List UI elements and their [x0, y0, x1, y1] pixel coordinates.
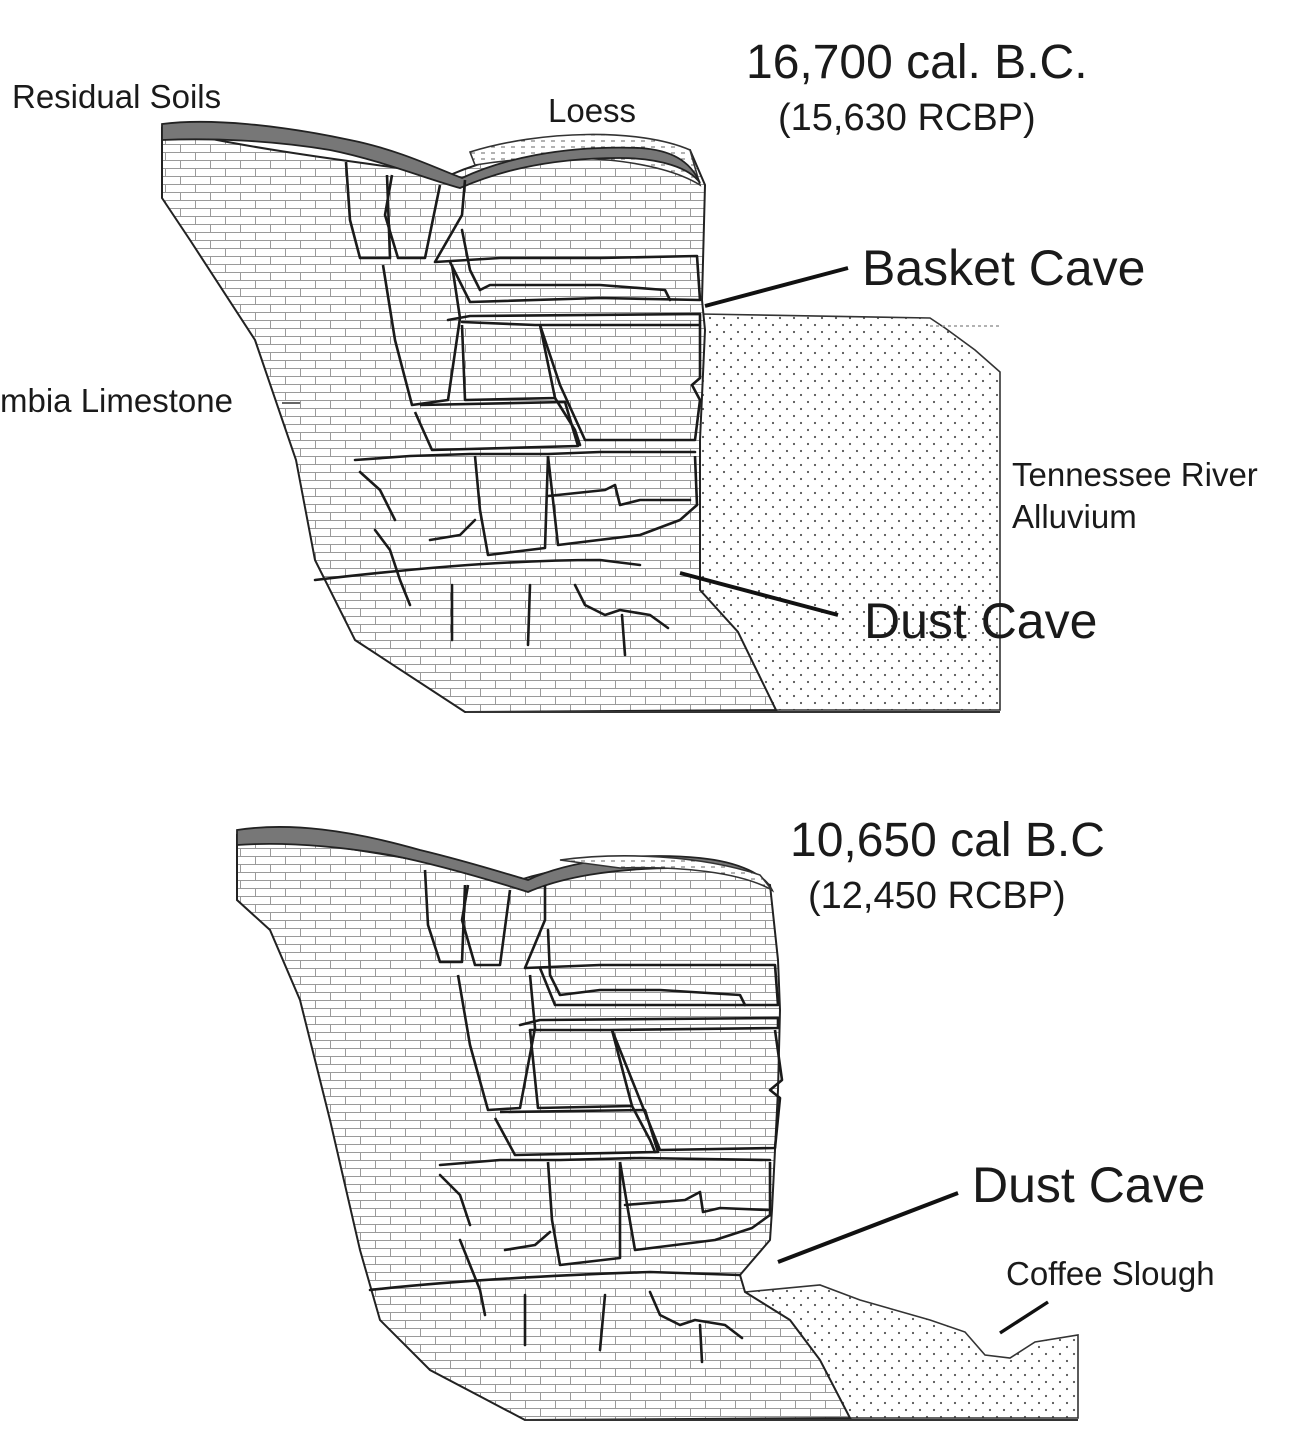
top-dust-cave-label: Dust Cave — [864, 593, 1097, 649]
top-basket-cave-leader — [704, 266, 849, 308]
bottom-coffee-slough-leader — [999, 1300, 1049, 1335]
bottom-loess — [559, 855, 773, 891]
bottom-date-rcbp: (12,450 RCBP) — [808, 875, 1066, 917]
top-loess-label: Loess — [548, 92, 636, 129]
top-limestone-blocks — [313, 161, 702, 657]
bottom-limestone-blocks — [368, 869, 784, 1364]
top-residual-soils-label: Residual Soils — [12, 78, 221, 115]
top-date-cal: 16,700 cal. B.C. — [746, 36, 1088, 89]
bottom-dust-cave-label: Dust Cave — [972, 1157, 1205, 1213]
bottom-date-cal: 10,650 cal B.C — [790, 814, 1105, 867]
top-limestone-body — [161, 126, 778, 714]
top-residual-soils — [161, 120, 701, 189]
top-river-label-line1: Tennessee River — [1012, 456, 1258, 493]
bottom-coffee-slough-label: Coffee Slough — [1006, 1255, 1215, 1292]
top-river-label-line2: Alluvium — [1012, 498, 1137, 535]
top-date-rcbp: (15,630 RCBP) — [778, 97, 1036, 139]
top-dust-cave-leader — [679, 571, 839, 617]
top-panel: Residual Soils Loess mbia Limestone Tenn… — [0, 36, 1258, 714]
top-basket-cave-label: Basket Cave — [862, 240, 1145, 296]
bottom-panel: 10,650 cal B.C (12,450 RCBP) Dust Cave C… — [236, 814, 1215, 1422]
top-limestone-label: mbia Limestone — [0, 382, 233, 419]
bottom-dust-cave-leader — [777, 1191, 959, 1264]
